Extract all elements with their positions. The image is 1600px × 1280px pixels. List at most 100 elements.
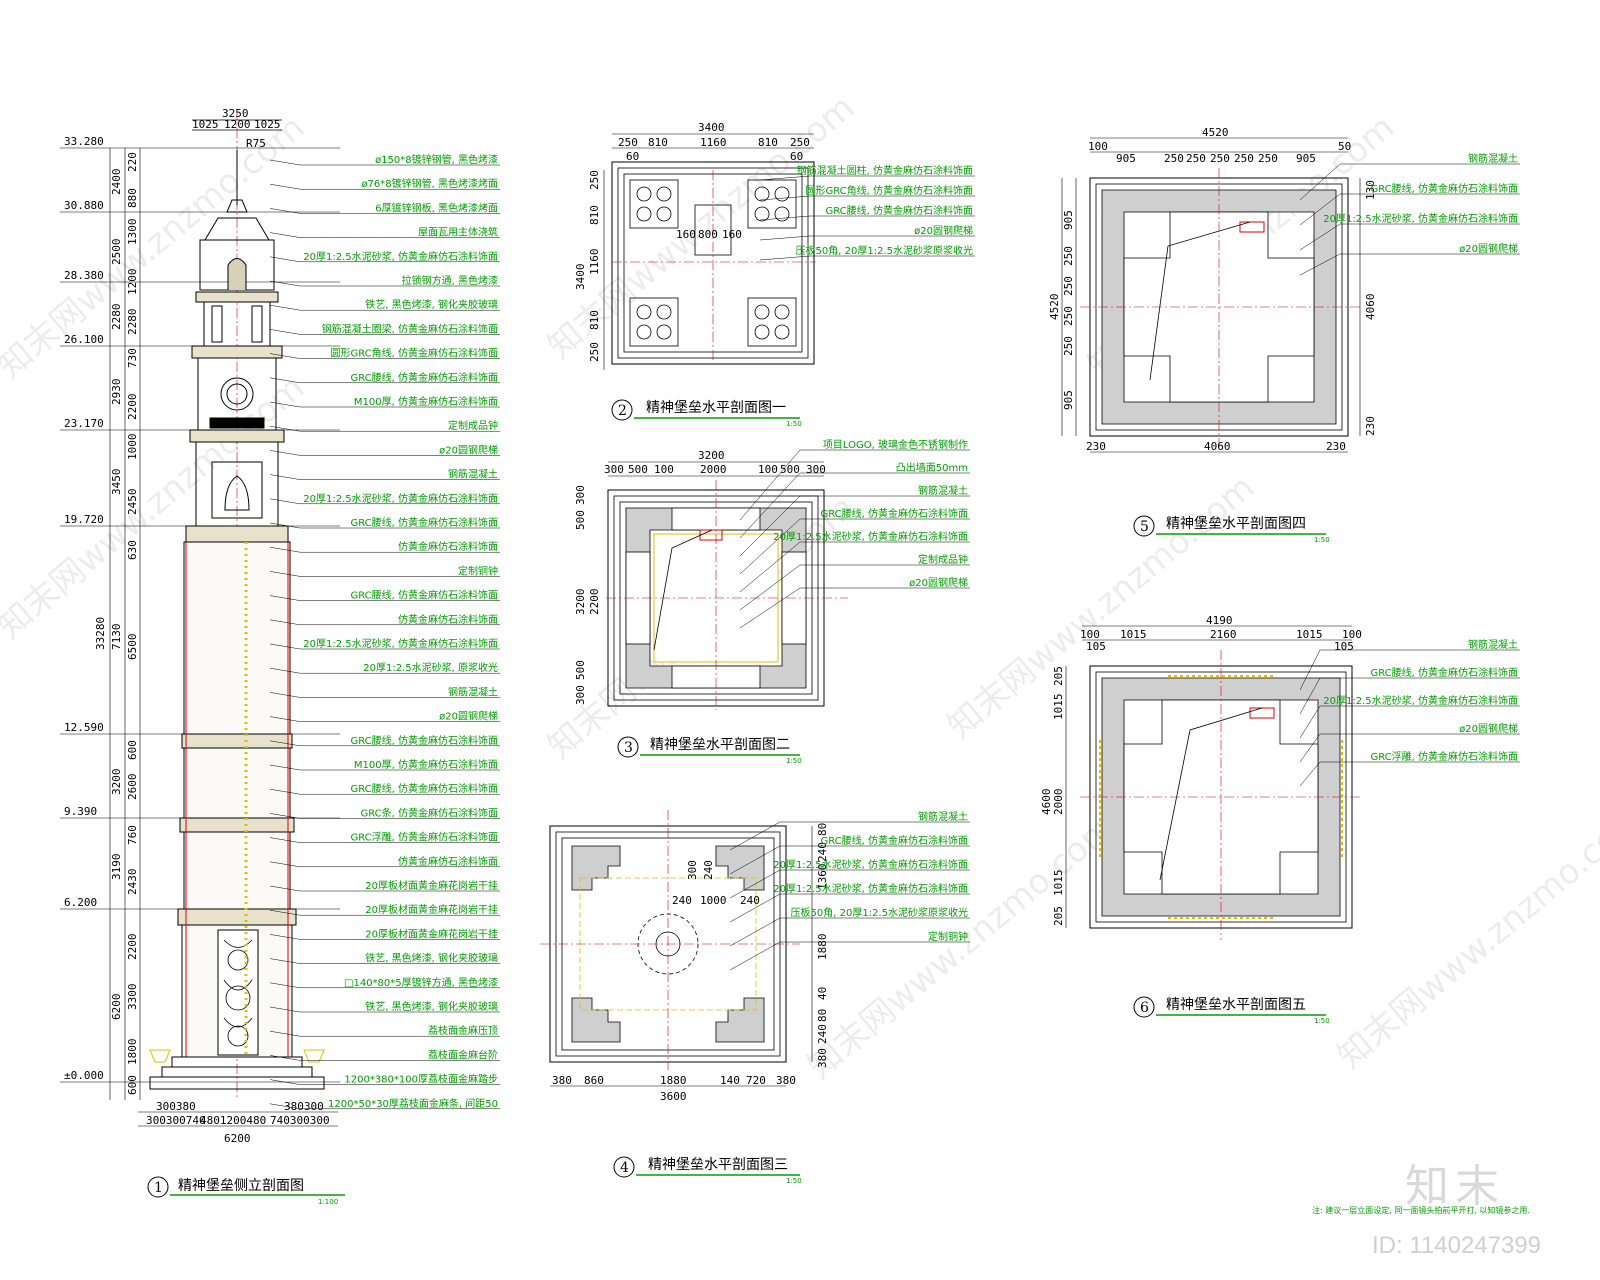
elev-left-dim: 3200 [110,769,123,796]
plan2-dim: 3400 [698,121,725,134]
elevation-level: 30.880 [64,199,104,212]
material-label: 20厚1:2.5水泥砂浆, 仿黄金麻仿石涂料饰面 [773,530,968,543]
leader-line [269,1079,301,1085]
leader-line [739,518,801,575]
leader-line [269,692,301,698]
plan6-dim: 105 [1086,640,1106,653]
leader-line [269,1006,301,1013]
plan3-dim: 500 [574,510,587,530]
material-label: ø76*8镀锌钢管, 黑色烤漆烤面 [361,177,498,190]
material-label: 压板50角, 20厚1:2.5水泥砂浆原浆收光 [796,244,973,257]
material-label: ø20圆钢爬梯 [1459,242,1518,255]
plan2-dim: 3400 [574,264,587,291]
plan2-inner-dim: 800 [698,228,718,241]
material-label: 20厚板材面黄金麻花岗岩干挂 [365,879,498,892]
plan4-inner-dim: 300 [686,860,699,880]
plan4-dim: 40 [816,987,829,1000]
leader-line [739,541,801,593]
plan5-scale: 1:50 [1314,536,1330,544]
elev-left-dim: 2500 [110,239,123,266]
elev-left-dim: 3450 [110,469,123,496]
elevation-level: 23.170 [64,417,104,430]
material-label: 20厚1:2.5水泥砂浆, 仿黄金麻仿石涂料饰面 [303,637,498,650]
elev-left-dim: 7130 [110,624,123,651]
material-label: 20厚1:2.5水泥砂浆, 仿黄金麻仿石涂料饰面 [303,492,498,505]
material-label: 1200*50*30厚荔枝面金麻条, 间距50 [328,1097,498,1110]
elev-bottom-dim: 300300740 [146,1114,206,1127]
plan6-dim: 100 [1342,628,1362,641]
elev-left-dim: 730 [126,348,139,368]
plan2-dim: 810 [588,310,601,330]
material-label: 定制成品钟 [918,553,968,566]
plan5-dim: 250 [1062,336,1075,356]
plan4-dim: 380 [552,1074,572,1087]
leader-line [729,869,781,899]
leader-line [739,472,801,539]
plan5-dim: 250 [1210,152,1230,165]
material-label: 20厚1:2.5水泥砂浆, 仿黄金麻仿石涂料饰面 [1323,212,1518,225]
plan4-dim: 80 [816,823,829,836]
material-label: GRC腰线, 仿黄金麻仿石涂料饰面 [820,507,968,520]
plan-6: 4190 100 105 1015 2160 1015 105 100 4600… [1040,614,1520,1025]
leader-line [1299,253,1341,276]
plan5-dim: 250 [1062,276,1075,296]
material-label: 6厚镀锌钢板, 黑色烤漆烤面 [375,201,498,214]
elev-top-dim: 1025 [192,118,219,131]
leader-line [269,474,301,480]
leader-line [759,215,811,221]
elev-left-dim: 2400 [110,169,123,196]
plan5-dim: 4520 [1048,294,1061,321]
leader-line [269,571,301,577]
leader-line [269,667,301,674]
plan-4: 300 240 240 1000 240 380 860 1880 140 72… [540,810,970,1185]
plan6-dim: 4600 [1040,789,1053,816]
elevation-level: 33.280 [64,135,104,148]
material-label: 项目LOGO, 玻璃金色不锈钢制作 [823,438,968,451]
leader-line [269,813,301,819]
plan5-dim: 230 [1086,440,1106,453]
plan4-dim: 3600 [660,1090,687,1103]
leader-line [269,958,301,964]
watermark: 知末网www.znzmo.com [1330,797,1600,1076]
leader-line [739,449,801,521]
leader-line [269,232,301,238]
plan5-dim: 4060 [1204,440,1231,453]
leader-line [269,353,301,359]
plan2-dim: 60 [626,150,639,163]
leader-line [759,235,811,241]
plan2-title: 精神堡垒水平剖面图一 [646,400,786,416]
elev-left-dim: 2450 [126,489,139,516]
leader-line [269,764,301,771]
elevation-scale: 1:100 [318,1198,338,1206]
elev-left-dim: 1800 [126,1039,139,1066]
plan5-dim: 250 [1234,152,1254,165]
elev-left-dim: 2200 [126,394,139,421]
material-label: GRC条, 仿黄金麻仿石涂料饰面 [360,806,498,819]
plan4-dim: 80 [816,1009,829,1022]
material-label: GRC腰线, 仿黄金麻仿石涂料饰面 [350,371,498,384]
plan6-dim: 1015 [1052,870,1065,897]
material-label: 圆形GRC角线, 仿黄金麻仿石涂料饰面 [330,347,498,360]
plan3-dim: 500 [574,660,587,680]
plan2-dim: 1160 [700,136,727,149]
elev-left-dim: 880 [126,188,139,208]
plan5-dim: 250 [1062,246,1075,266]
plan4-dim: 380 [776,1074,796,1087]
leader-line [269,982,301,989]
plan5-dim: 905 [1116,152,1136,165]
plan4-dim: 380 [816,1048,829,1068]
material-label: 铁艺, 黑色烤漆, 钢化夹胶玻璃 [365,298,498,311]
leader-line [269,837,301,843]
material-label: 20厚1:2.5水泥砂浆, 仿黄金麻仿石涂料饰面 [773,858,968,871]
leader-line [269,643,301,650]
elev-left-dim: 2280 [126,309,139,336]
leader-line [1299,649,1321,691]
plan3-dim: 3200 [698,449,725,462]
drawing-note: 注: 建议一层立面设定, 同一面镜头拍前平开打, 以知镜参之用. [1312,1206,1530,1215]
plan4-inner-dim: 240 [672,894,692,907]
plan6-dim: 2160 [1210,628,1237,641]
